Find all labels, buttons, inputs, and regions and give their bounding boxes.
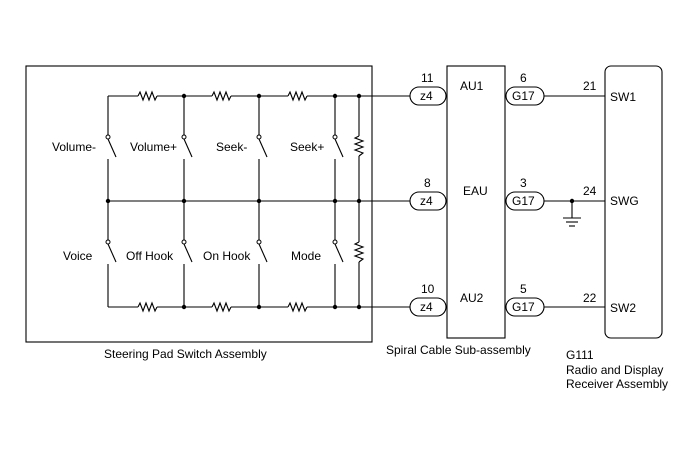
spiral-cable-box	[446, 65, 506, 339]
connector-z4-bottom: 10 z4	[409, 282, 447, 317]
pin-11: 11	[421, 71, 434, 85]
connector-code: z4	[420, 300, 433, 314]
label-mode: Mode	[291, 249, 321, 263]
receiver-label-line1: Radio and Display	[566, 363, 663, 377]
switch-mode	[332, 201, 344, 307]
label-off-hook: Off Hook	[126, 249, 174, 263]
label-volume-minus: Volume-	[52, 140, 96, 154]
pin-3: 3	[520, 176, 527, 190]
connector-g17-bottom: 5 G17	[505, 282, 605, 317]
connector-code: G17	[512, 300, 535, 314]
rail-resistors	[353, 96, 365, 307]
upper-switches	[105, 96, 344, 201]
switch-on-hook	[256, 201, 268, 307]
receiver-pin-sw1: SW1	[610, 90, 636, 104]
receiver-box	[604, 65, 663, 339]
pin-24: 24	[583, 184, 597, 198]
spiral-cable-label: Spiral Cable Sub-assembly	[386, 343, 531, 357]
ground-icon	[563, 198, 581, 227]
label-seek-plus: Seek+	[290, 140, 324, 154]
pin-5: 5	[520, 282, 527, 296]
connector-code: z4	[420, 89, 433, 103]
common-line	[105, 198, 418, 204]
connector-z4-top: 11 z4	[409, 71, 447, 106]
label-on-hook: On Hook	[203, 249, 251, 263]
spiral-pin-au2: AU2	[460, 291, 484, 305]
switch-assembly-box	[25, 65, 373, 343]
pin-8: 8	[424, 176, 431, 190]
switch-voice	[105, 201, 117, 307]
switch-volume-minus	[105, 96, 117, 201]
spiral-pin-au1: AU1	[460, 79, 484, 93]
label-voice: Voice	[63, 249, 93, 263]
pin-10: 10	[421, 282, 435, 296]
receiver-pin-sw2: SW2	[610, 301, 636, 315]
connector-code: z4	[420, 194, 433, 208]
pin-22: 22	[583, 291, 597, 305]
switch-assembly-label: Steering Pad Switch Assembly	[104, 347, 267, 361]
pin-6: 6	[520, 71, 527, 85]
connector-code: G17	[512, 194, 535, 208]
connector-z4-mid: 8 z4	[409, 176, 447, 211]
label-volume-plus: Volume+	[130, 140, 177, 154]
receiver-label-line2: Receiver Assembly	[566, 377, 668, 391]
spiral-pin-eau: EAU	[463, 184, 488, 198]
connector-code: G17	[512, 89, 535, 103]
pin-21: 21	[583, 79, 597, 93]
lower-switches	[105, 201, 344, 307]
connector-g17-mid: 3 G17	[505, 176, 605, 211]
switch-seek-minus	[256, 96, 268, 201]
switch-off-hook	[181, 201, 193, 307]
receiver-pin-swg: SWG	[610, 194, 639, 208]
connector-g17-top: 6 G17	[505, 71, 605, 106]
label-seek-minus: Seek-	[216, 140, 247, 154]
switch-volume-plus	[181, 96, 193, 201]
bottom-resistor-ladder	[108, 301, 418, 313]
switch-seek-plus	[332, 96, 344, 201]
receiver-code: G111	[566, 348, 594, 362]
